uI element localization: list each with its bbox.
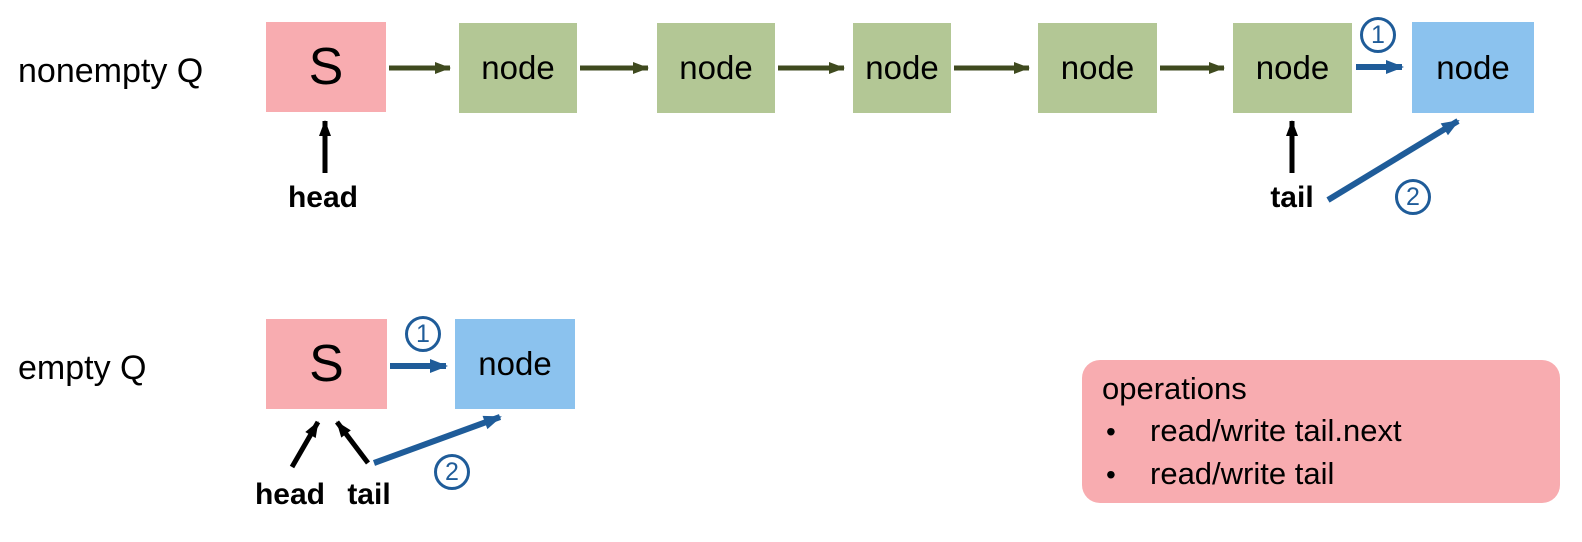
bullet-dot-icon: • — [1106, 459, 1116, 490]
node-box: node — [1038, 23, 1157, 113]
node-box: node — [657, 23, 775, 113]
enqueue-step2-arrow-empty — [372, 414, 502, 466]
operations-item: • read/write tail — [1100, 453, 1550, 496]
sentinel-box-empty: S — [266, 319, 387, 409]
new-node-box-empty: node — [455, 319, 575, 409]
new-node-box: node — [1412, 22, 1534, 113]
step-1-badge-empty: 1 — [405, 316, 441, 352]
step-2-badge: 2 — [1395, 179, 1431, 215]
node-box: node — [1233, 23, 1352, 113]
tail-pointer-arrow-empty — [335, 420, 370, 465]
head-label: head — [287, 181, 359, 214]
enqueue-step2-arrow — [1326, 118, 1460, 203]
head-pointer-arrow-empty — [289, 420, 321, 469]
operations-panel: operations • read/write tail.next • read… — [1082, 360, 1560, 503]
step-2-badge-empty: 2 — [434, 454, 470, 490]
operations-item: • read/write tail.next — [1100, 410, 1550, 453]
empty-queue-label: empty Q — [18, 349, 147, 387]
node-box: node — [853, 23, 951, 113]
operations-title: operations — [1102, 371, 1247, 406]
bullet-dot-icon: • — [1106, 416, 1116, 447]
tail-label-empty: tail — [347, 478, 391, 511]
step-1-badge: 1 — [1360, 17, 1396, 53]
tail-label: tail — [1270, 181, 1314, 214]
operations-item-text: read/write tail — [1150, 456, 1335, 491]
nonempty-queue-label: nonempty Q — [18, 52, 204, 90]
sentinel-box: S — [266, 22, 386, 112]
head-label-empty: head — [254, 478, 326, 511]
operations-item-text: read/write tail.next — [1150, 413, 1402, 448]
node-box: node — [459, 23, 577, 113]
